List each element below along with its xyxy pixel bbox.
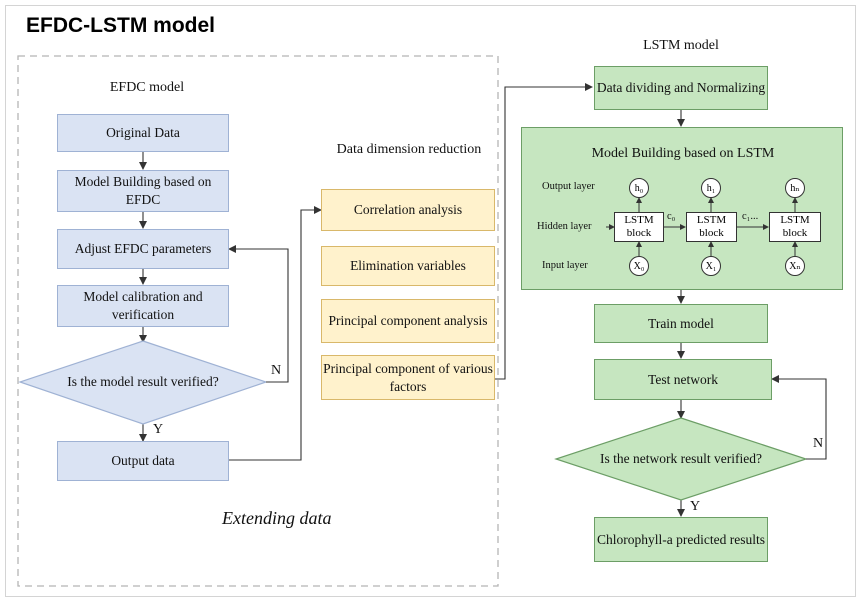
c0-label: c₀ — [667, 211, 676, 222]
extending-data-label: Extending data — [222, 508, 332, 528]
lstm-decision-diamond — [554, 417, 808, 501]
lstm-block-n: LSTM block — [769, 212, 821, 242]
x1-node: X₁ — [701, 256, 721, 276]
test-network-box: Test network — [594, 359, 772, 400]
efdc-decision-text: Is the model result verified? — [67, 374, 219, 389]
train-model-box: Train model — [594, 304, 768, 343]
model-calibration-box: Model calibration and verification — [57, 285, 229, 327]
input-layer-label: Input layer — [542, 260, 588, 271]
lstm-decision-text: Is the network result verified? — [600, 451, 762, 466]
x0-node: X₀ — [629, 256, 649, 276]
lstm-label: LSTM model — [643, 38, 719, 53]
hn-node: hₙ — [785, 178, 805, 198]
lstm-no-label: N — [813, 436, 824, 451]
lstm-block-1: LSTM block — [686, 212, 737, 242]
lstm-internal-lines — [606, 197, 798, 256]
page-title: EFDC-LSTM model — [26, 14, 215, 37]
efdc-no-label: N — [271, 363, 282, 378]
model-building-efdc-box: Model Building based on EFDC — [57, 170, 229, 212]
extending-data-region — [17, 55, 499, 587]
pca-box: Principal component analysis — [321, 299, 495, 343]
output-data-box: Output data — [57, 441, 229, 481]
lstm-building-title: Model Building based on LSTM — [591, 146, 775, 161]
chlorophyll-results-box: Chlorophyll-a predicted results — [594, 517, 768, 562]
hidden-layer-label: Hidden layer — [537, 221, 592, 232]
reduction-label: Data dimension reduction — [336, 142, 482, 157]
adjust-efdc-parameters-box: Adjust EFDC parameters — [57, 229, 229, 269]
efdc-yes-label: Y — [153, 422, 164, 437]
data-dividing-box: Data dividing and Normalizing — [594, 66, 768, 110]
principal-component-factors-box: Principal component of various factors — [321, 355, 495, 400]
h0-node: h₀ — [629, 178, 649, 198]
lstm-building-panel: Model Building based on LSTM Output laye… — [521, 127, 843, 290]
elimination-variables-box: Elimination variables — [321, 246, 495, 286]
xn-node: Xₙ — [785, 256, 805, 276]
c1-label: c₁... — [742, 211, 759, 222]
lstm-block-0: LSTM block — [614, 212, 664, 242]
output-layer-label: Output layer — [542, 181, 595, 192]
correlation-analysis-box: Correlation analysis — [321, 189, 495, 231]
efdc-label: EFDC model — [109, 80, 185, 95]
lstm-yes-label: Y — [690, 499, 701, 514]
h1-node: h₁ — [701, 178, 721, 198]
efdc-decision-diamond — [18, 340, 268, 425]
original-data-box: Original Data — [57, 114, 229, 152]
